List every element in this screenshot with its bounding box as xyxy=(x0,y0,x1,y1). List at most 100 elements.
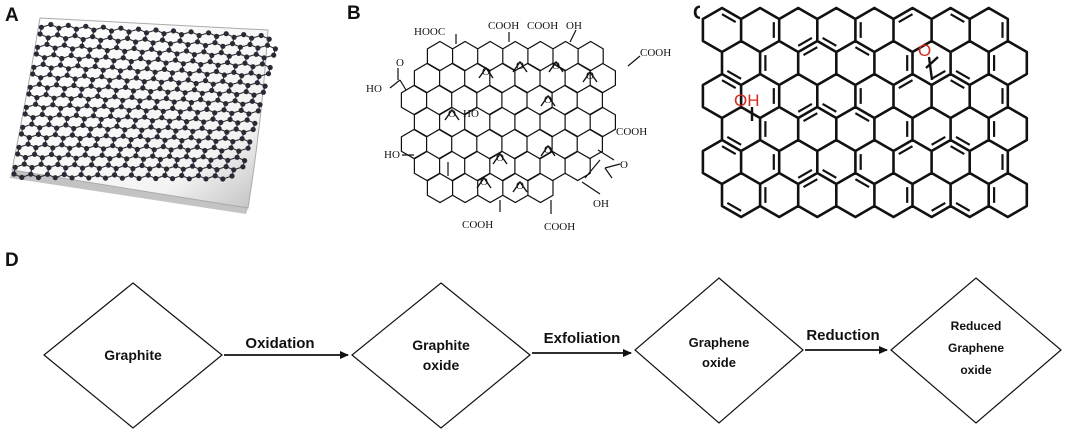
carbon-atom xyxy=(142,114,148,120)
carbon-atom xyxy=(205,135,211,141)
svg-text:O: O xyxy=(544,144,552,156)
carbon-atom xyxy=(166,47,172,53)
carbon-atom xyxy=(42,141,48,148)
carbon-atom xyxy=(112,172,118,178)
carbon-atom xyxy=(118,104,124,110)
carbon-atom xyxy=(137,98,143,104)
carbon-atom xyxy=(65,66,72,72)
carbon-atom xyxy=(216,126,222,132)
carbon-atom xyxy=(122,127,128,133)
carbon-atom xyxy=(171,134,177,140)
carbon-atom xyxy=(108,113,114,119)
carbon-atom xyxy=(159,37,166,43)
svg-text:O: O xyxy=(516,60,524,72)
carbon-atom xyxy=(63,122,69,128)
carbon-atom xyxy=(122,48,128,55)
carbon-atom xyxy=(54,125,60,131)
carbon-atom xyxy=(91,27,97,33)
o-bond-left xyxy=(925,56,939,69)
carbon-atom xyxy=(255,108,261,114)
carbon-atom xyxy=(83,66,89,72)
carbon-atom xyxy=(225,59,231,66)
carbon-atom xyxy=(256,73,262,79)
carbon-atom xyxy=(30,71,36,77)
carbon-atom xyxy=(38,75,44,81)
carbon-atom xyxy=(209,87,215,94)
carbon-atom xyxy=(169,70,175,76)
carbon-atom xyxy=(160,108,166,114)
carbon-atom xyxy=(220,78,226,84)
carbon-atom xyxy=(196,32,202,39)
svg-text:O: O xyxy=(482,66,490,78)
carbon-atom xyxy=(118,25,124,31)
carbon-atom xyxy=(94,57,100,63)
epoxide-group: O xyxy=(540,94,556,107)
carbon-atom xyxy=(72,76,78,82)
carbon-atom xyxy=(44,171,51,177)
carbon-atom xyxy=(15,151,21,157)
carbon-atom xyxy=(193,116,199,122)
carbon-atom xyxy=(227,116,233,123)
carbon-atom xyxy=(231,34,237,40)
carbon-atom xyxy=(230,139,236,145)
carbon-atom xyxy=(206,163,212,169)
carbon-atom xyxy=(120,97,126,103)
carbon-atom xyxy=(222,135,228,141)
carbon-atom xyxy=(187,71,193,77)
carbon-atom xyxy=(154,134,160,140)
step-diamond-1 xyxy=(43,282,223,429)
carbon-atom xyxy=(47,72,53,78)
carbon-atom xyxy=(132,117,139,123)
carbon-atom xyxy=(19,174,25,180)
carbon-atom xyxy=(112,94,118,100)
carbon-atom xyxy=(220,176,226,182)
carbon-atom xyxy=(150,153,156,159)
carbon-atom xyxy=(243,89,249,95)
carbon-atom xyxy=(261,55,267,61)
group-cooh-bottom-1: COOH xyxy=(462,219,493,231)
carbon-atom xyxy=(249,35,255,41)
carbon-atom xyxy=(156,163,162,169)
carbon-atom xyxy=(22,111,28,117)
carbon-atom xyxy=(190,128,196,134)
carbon-atom xyxy=(116,74,122,80)
go-ring-lattice xyxy=(400,40,616,204)
carbon-atom xyxy=(133,153,139,159)
carbon-atom xyxy=(153,27,159,33)
carbon-atom xyxy=(259,61,265,67)
carbon-atom xyxy=(77,93,84,99)
epoxide-group: O xyxy=(478,66,494,79)
carbon-atom xyxy=(111,58,117,64)
carbon-atom xyxy=(27,84,33,90)
carbon-atom xyxy=(79,86,85,92)
step-diamond-2 xyxy=(351,282,531,429)
carbon-atom xyxy=(102,175,109,181)
carbon-atom xyxy=(258,32,264,39)
carbon-atom xyxy=(242,60,248,66)
carbon-atom xyxy=(38,161,44,167)
carbon-atom xyxy=(83,23,89,29)
carbon-atom xyxy=(123,84,129,90)
carbon-atom xyxy=(162,172,168,178)
carbon-atom xyxy=(199,90,205,96)
carbon-atom xyxy=(179,138,185,144)
carbon-atom xyxy=(239,73,245,79)
carbon-atom xyxy=(96,44,102,50)
group-ho-left: HO xyxy=(366,83,382,95)
carbon-atom xyxy=(54,82,60,88)
sheet-shadow xyxy=(10,170,248,214)
group-cooh-right-top: COOH xyxy=(640,47,671,59)
carbon-atom xyxy=(237,44,243,50)
carbon-atom xyxy=(105,162,111,168)
carbon-atom xyxy=(221,107,227,113)
carbon-atom xyxy=(137,133,143,140)
carbon-atom xyxy=(214,33,220,40)
carbon-atom xyxy=(51,52,57,58)
carbon-atom xyxy=(11,171,17,177)
carbon-atom xyxy=(75,106,81,112)
carbon-atom xyxy=(43,92,49,98)
group-o-left: O xyxy=(396,57,404,69)
carbon-atom xyxy=(37,125,43,131)
carbon-atom xyxy=(170,28,177,34)
